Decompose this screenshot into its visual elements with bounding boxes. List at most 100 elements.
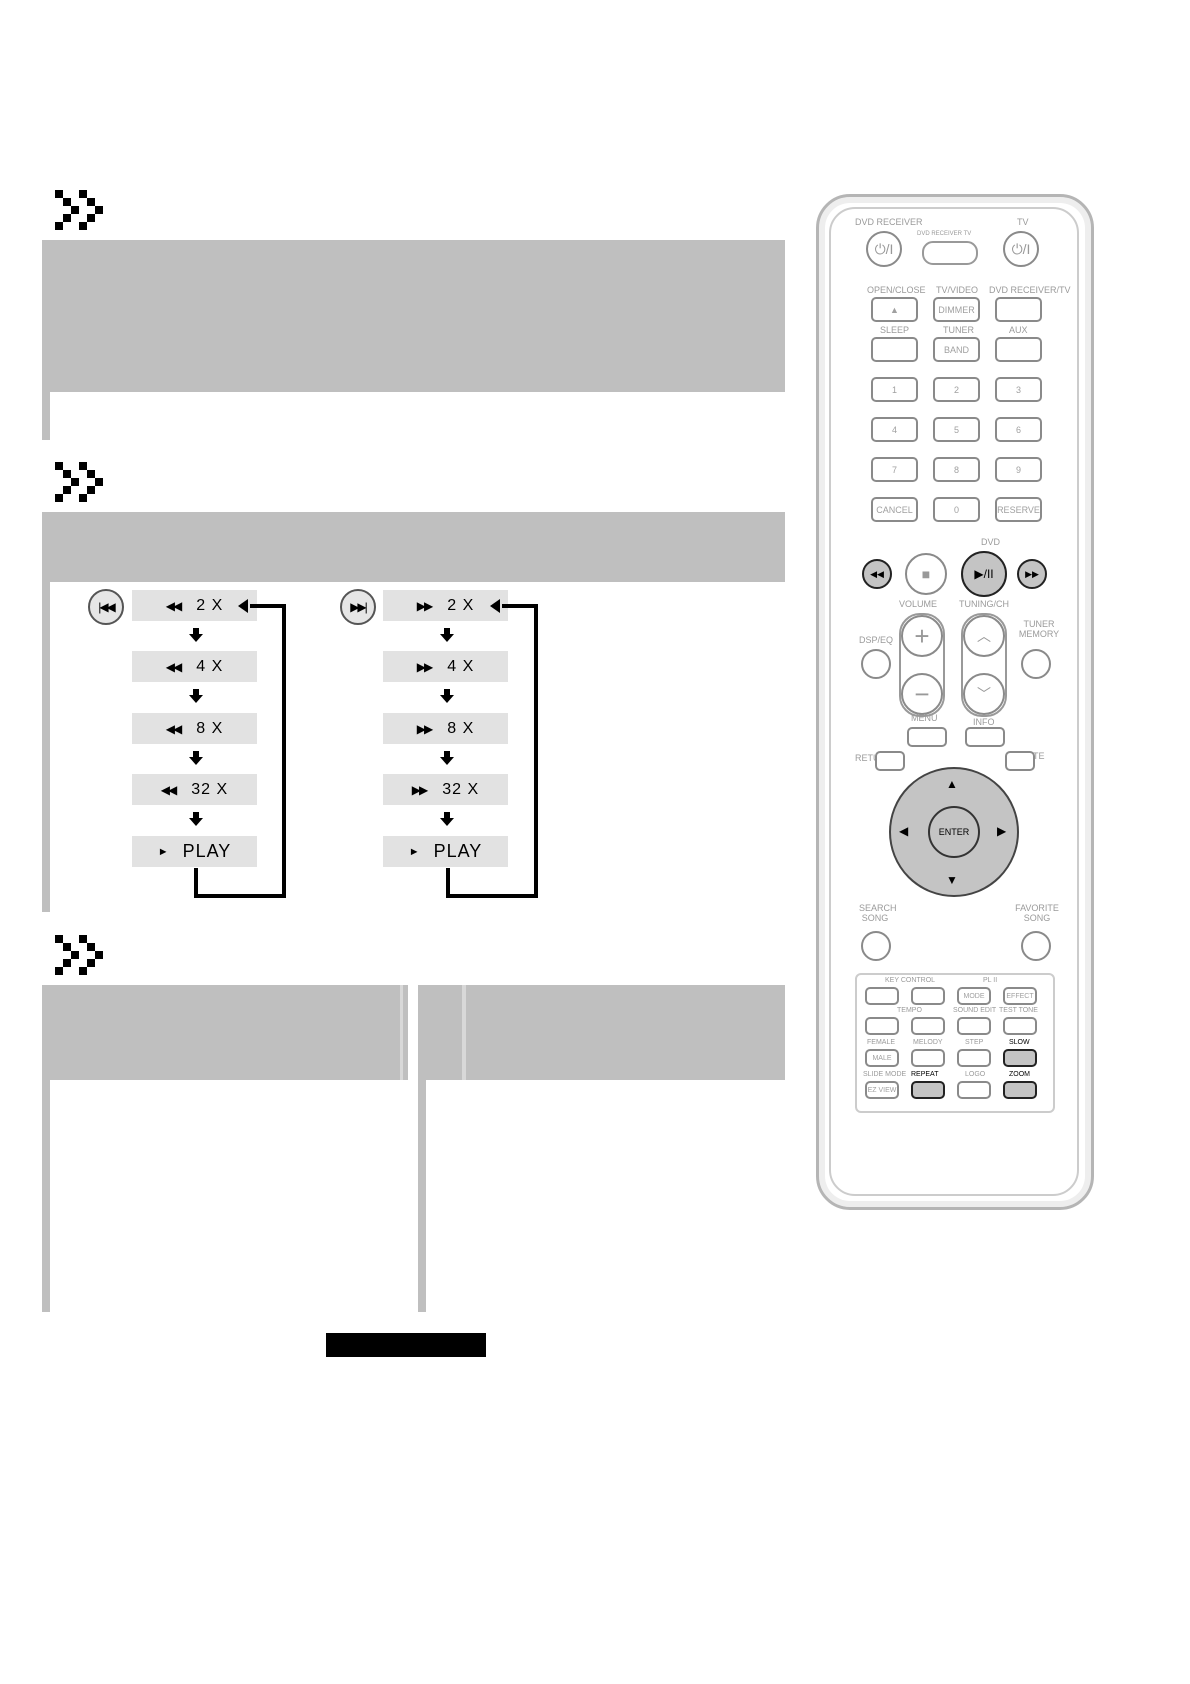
seek-forward-step: ▶▶8 X (383, 713, 508, 744)
volume-down-button[interactable]: − (901, 673, 943, 715)
volume-up-button[interactable]: + (901, 615, 943, 657)
repeat-button[interactable] (911, 1081, 945, 1099)
band-button[interactable]: BAND (933, 337, 980, 362)
section2-header-block (42, 512, 785, 582)
section-chevron-icon (55, 462, 103, 502)
remote-label: INFO (973, 717, 995, 727)
section2-side-rule (42, 582, 50, 912)
info-button[interactable] (965, 727, 1005, 747)
mode-selector[interactable] (922, 241, 978, 265)
seek-forward-step: ▶▶4 X (383, 651, 508, 682)
menu-button[interactable] (907, 727, 947, 747)
zoom-button[interactable] (1003, 1081, 1037, 1099)
skip-forward-icon: ▶▶| (340, 589, 376, 625)
mute-button[interactable] (1005, 751, 1035, 771)
section1-header-block (42, 240, 785, 392)
skip-forward-icon[interactable]: ▶▶ (1017, 559, 1047, 589)
dvd-receiver-power-button[interactable]: ⏻/I (866, 231, 902, 267)
tempo-down-button[interactable] (911, 1017, 945, 1035)
seek-back-step: ◀◀4 X (132, 651, 257, 682)
remote-label: TUNING/CH (959, 599, 1009, 609)
melody-button[interactable] (911, 1049, 945, 1067)
tuning-down-button[interactable]: ﹀ (963, 673, 1005, 715)
digit-9-button[interactable]: 9 (995, 457, 1042, 482)
eject-icon[interactable]: ▲ (871, 297, 918, 322)
remote-label: RETURN (855, 753, 893, 763)
dimmer-button[interactable]: DIMMER (933, 297, 980, 322)
digit-7-button[interactable]: 7 (871, 457, 918, 482)
dsp-eq-button[interactable] (861, 649, 891, 679)
down-arrow-icon (440, 751, 454, 765)
remote-label: ZOOM (1009, 1071, 1030, 1078)
digit-0-button[interactable]: 0 (933, 497, 980, 522)
test-tone-button[interactable] (1003, 1017, 1037, 1035)
effect-button[interactable]: EFFECT (1003, 987, 1037, 1005)
sound-edit-button[interactable] (957, 1017, 991, 1035)
down-arrow-icon (189, 812, 203, 826)
remote-label: DSP/EQ (859, 635, 894, 645)
male-button[interactable]: MALE (865, 1049, 899, 1067)
remote-label: PL II (983, 977, 998, 984)
nav-left-icon[interactable]: ◀ (899, 824, 909, 838)
remote-label: AUX (1009, 325, 1028, 335)
digit-5-button[interactable]: 5 (933, 417, 980, 442)
digit-6-button[interactable]: 6 (995, 417, 1042, 442)
aux-button[interactable] (995, 337, 1042, 362)
search-song-button[interactable] (861, 931, 891, 961)
nav-right-icon[interactable]: ▶ (997, 824, 1007, 838)
section3-right-side-rule (418, 1080, 426, 1312)
favorite-song-button[interactable] (1021, 931, 1051, 961)
remote-label: DVD (981, 537, 1001, 547)
digit-1-button[interactable]: 1 (871, 377, 918, 402)
seek-forward-step: ▶▶2 X (383, 590, 508, 621)
digit-2-button[interactable]: 2 (933, 377, 980, 402)
seek-forward-step: ▶▶32 X (383, 774, 508, 805)
ez-view-button[interactable]: EZ VIEW (865, 1081, 899, 1099)
seek-forward-step: ►PLAY (383, 836, 508, 867)
remote-label: STEP (965, 1039, 984, 1046)
remote-label: LOGO (965, 1071, 986, 1078)
key-sharp-button[interactable] (911, 987, 945, 1005)
reserve-button[interactable]: RESERVE (995, 497, 1042, 522)
return-button[interactable] (875, 751, 905, 771)
nav-down-icon[interactable]: ▼ (946, 873, 958, 887)
cancel-button[interactable]: CANCEL (871, 497, 918, 522)
skip-back-icon[interactable]: ◀◀ (862, 559, 892, 589)
section3-right-header-divider (462, 985, 466, 1080)
remote-label: SOUND EDIT (953, 1007, 997, 1014)
digit-3-button[interactable]: 3 (995, 377, 1042, 402)
step-button[interactable] (957, 1049, 991, 1067)
remote-control: DVD RECEIVER TV ⏻/I DVD RECEIVER TV ⏻/I … (816, 194, 1094, 1210)
slow-button[interactable] (1003, 1049, 1037, 1067)
loop-connector-line (194, 599, 286, 898)
section-chevron-icon (55, 190, 103, 230)
tuning-rocker[interactable] (961, 613, 1007, 717)
remote-label: SLOW (1009, 1039, 1030, 1046)
tempo-up-button[interactable] (865, 1017, 899, 1035)
remote-label: TV/VIDEO (936, 285, 979, 295)
volume-rocker[interactable] (899, 613, 945, 717)
logo-button[interactable] (957, 1081, 991, 1099)
tv-power-button[interactable]: ⏻/I (1003, 231, 1039, 267)
remote-label: TEMPO (897, 1007, 922, 1014)
navigation-pad[interactable]: ▲ ▼ ◀ ▶ ENTER (889, 767, 1019, 897)
seek-back-step: ◀◀2 X (132, 590, 257, 621)
enter-button[interactable]: ENTER (928, 806, 980, 858)
sleep-button[interactable] (871, 337, 918, 362)
nav-up-icon[interactable]: ▲ (946, 777, 958, 791)
remote-inner-border (829, 207, 1079, 1196)
digit-8-button[interactable]: 8 (933, 457, 980, 482)
remote-label: DVD RECEIVER TV (917, 231, 972, 237)
play-pause-button[interactable]: ▶/II (961, 551, 1007, 597)
digit-4-button[interactable]: 4 (871, 417, 918, 442)
section3-left-side-rule (42, 1080, 50, 1312)
tuner-memory-button[interactable] (1021, 649, 1051, 679)
dvd-receiver-tv-button[interactable] (995, 297, 1042, 322)
mode-button[interactable]: MODE (957, 987, 991, 1005)
remote-label: SLIDE MODE (863, 1071, 907, 1078)
remote-label: DVD RECEIVER (855, 217, 923, 227)
stop-button[interactable]: ■ (905, 553, 947, 595)
tuning-up-button[interactable]: ︿ (963, 615, 1005, 657)
section3-left-header-divider (400, 985, 403, 1080)
key-flat-button[interactable] (865, 987, 899, 1005)
